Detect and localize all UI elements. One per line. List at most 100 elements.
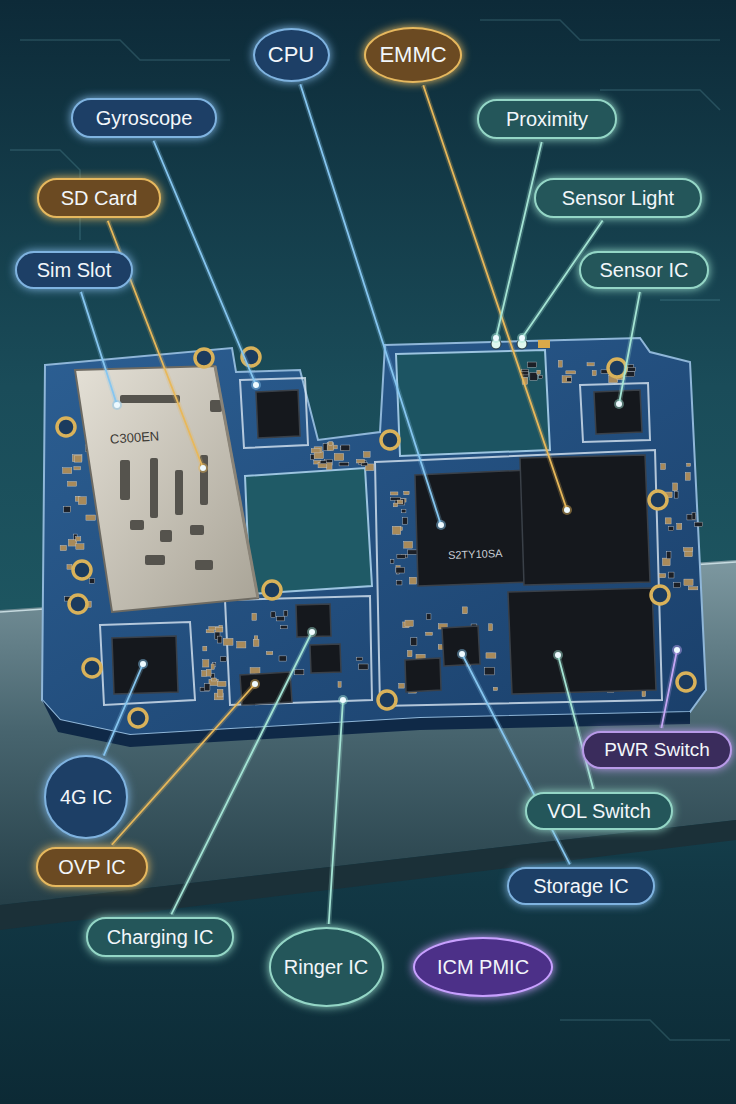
leader-dot — [112, 400, 122, 410]
callout-text: EMMC — [379, 43, 446, 67]
smd-part — [404, 541, 413, 548]
tray-slot — [175, 470, 183, 515]
leader-dot — [436, 520, 446, 530]
leader-line — [423, 85, 567, 510]
smd-part — [326, 463, 332, 470]
smd-part — [390, 492, 398, 495]
leader-line — [329, 700, 343, 924]
smd-part — [396, 567, 405, 573]
callout-pill: Gyroscope — [71, 98, 217, 138]
smd-part — [642, 691, 646, 697]
callout-text: PWR Switch — [604, 740, 710, 761]
smd-part — [211, 678, 216, 681]
smd-part — [562, 376, 571, 383]
leader-line — [462, 654, 570, 864]
smd-part — [677, 523, 682, 529]
mounting-hole — [677, 673, 695, 691]
leader-dot — [493, 335, 499, 341]
leader-dot — [517, 333, 527, 343]
leader-dot — [114, 402, 120, 408]
smd-part — [390, 497, 400, 500]
smd-part — [67, 565, 72, 570]
chip-marking: S2TY10SA — [448, 547, 503, 561]
callout-text: Ringer IC — [284, 956, 368, 978]
leader-glow — [558, 655, 593, 789]
smd-part — [341, 445, 350, 451]
background-trace — [20, 40, 230, 60]
smd-part — [311, 455, 315, 460]
shield-outline — [580, 383, 650, 442]
leader-glow — [462, 654, 570, 864]
smd-part — [405, 620, 413, 626]
shield-outline — [225, 596, 372, 705]
smd-part — [252, 613, 257, 620]
callout-text: OVP IC — [58, 856, 125, 878]
leader-dot — [459, 651, 465, 657]
smd-part — [675, 491, 678, 498]
callout-pill: VOL Switch — [525, 792, 673, 830]
smd-part — [63, 468, 72, 474]
leader-dot — [616, 401, 622, 407]
mounting-hole — [83, 659, 101, 677]
smd-part — [277, 617, 284, 621]
smd-part — [669, 572, 674, 578]
smd-part — [361, 463, 367, 466]
smd-part — [266, 652, 272, 655]
smd-part — [211, 664, 214, 669]
callout-text: Gyroscope — [96, 107, 193, 129]
smd-part — [587, 363, 594, 366]
smd-part — [206, 669, 211, 676]
callout-text: Sensor Light — [562, 187, 674, 209]
leader-glow — [81, 292, 117, 405]
smd-part — [334, 453, 344, 460]
smd-part — [684, 579, 693, 585]
leader-line — [112, 684, 255, 845]
smd-part — [76, 544, 84, 550]
mounting-hole — [381, 431, 399, 449]
smd-part — [558, 360, 562, 367]
leader-glow — [329, 700, 343, 924]
emmc-chip — [520, 455, 650, 585]
board-window — [245, 468, 372, 594]
mounting-hole — [649, 491, 667, 509]
smd-part — [203, 660, 209, 667]
tray-rail — [215, 366, 258, 598]
background-trace — [600, 90, 720, 110]
sensor-pad — [538, 340, 550, 348]
leader-dot — [672, 645, 682, 655]
callout-pill: Proximity — [477, 99, 617, 139]
tray-slot — [190, 525, 204, 535]
smd-part — [237, 641, 246, 648]
smd-part — [695, 522, 703, 526]
smd-part — [356, 657, 362, 660]
leader-dot — [309, 629, 315, 635]
tray-slot — [150, 458, 158, 518]
pcb-board — [42, 338, 706, 735]
charging-chip — [296, 604, 331, 637]
smd-part — [393, 503, 397, 507]
smd-part — [408, 550, 418, 555]
tray-slot — [130, 520, 144, 530]
leader-dot — [555, 652, 561, 658]
smd-part — [489, 624, 493, 631]
leader-dot — [140, 661, 146, 667]
smd-part — [76, 537, 81, 541]
smd-part — [254, 636, 258, 639]
leader-dot — [253, 382, 259, 388]
callout-text: CPU — [268, 43, 314, 67]
small-chip — [310, 644, 341, 673]
smd-part — [223, 638, 233, 645]
callout-pill: PWR Switch — [582, 731, 732, 769]
smd-part — [399, 683, 404, 688]
shield-outline — [240, 378, 308, 448]
leader-dot — [307, 627, 317, 637]
callout-text: ICM PMIC — [437, 956, 529, 978]
tray-slot — [160, 530, 172, 542]
smd-part — [402, 509, 406, 512]
leader-line — [619, 292, 640, 404]
mounting-hole — [73, 561, 91, 579]
tray-marking: C300EN — [110, 428, 160, 446]
callout-bubble: ICM PMIC — [413, 937, 553, 997]
smd-part — [567, 378, 572, 382]
smd-part — [206, 630, 214, 633]
